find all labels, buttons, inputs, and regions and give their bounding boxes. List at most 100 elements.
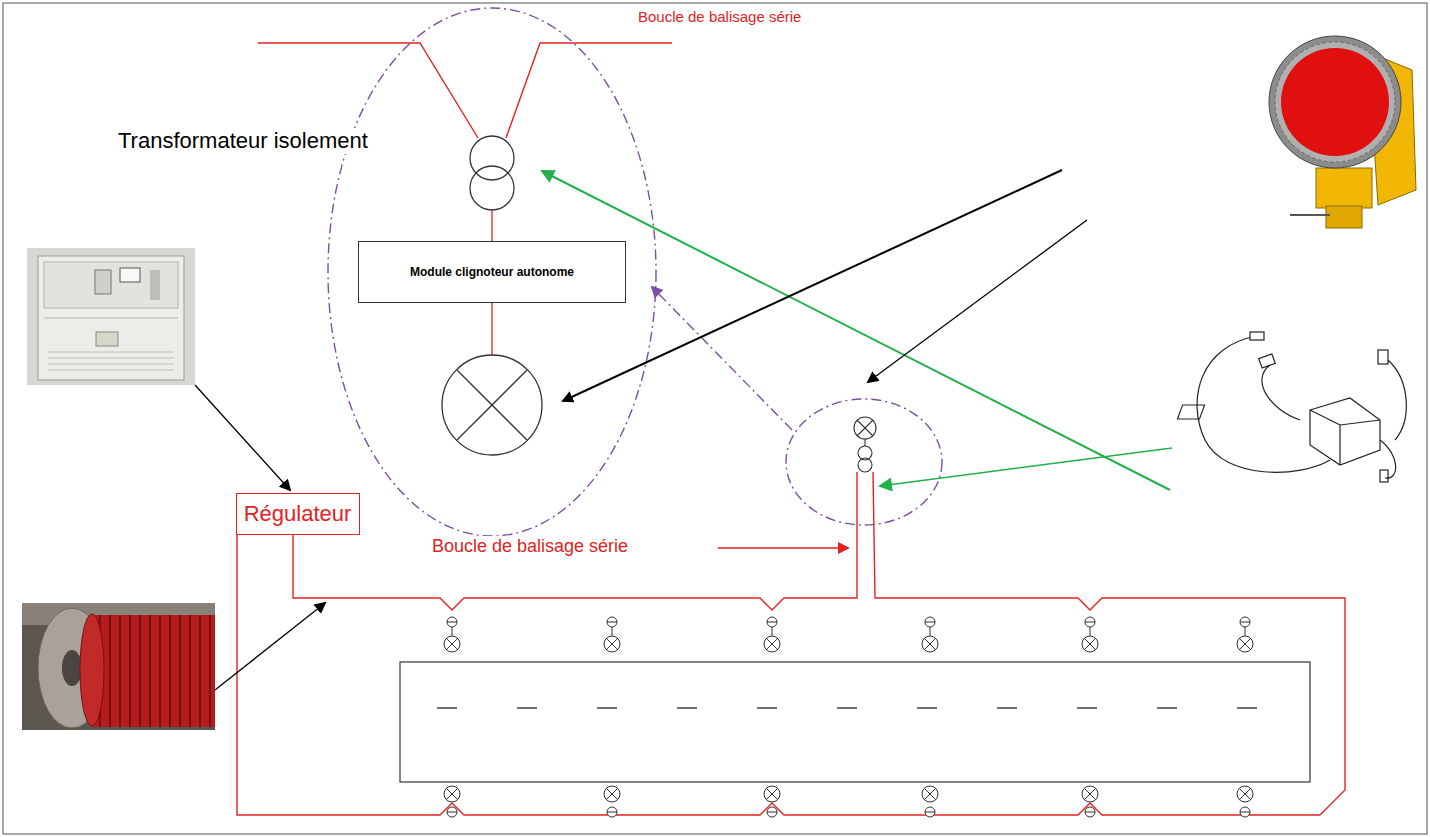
frame	[3, 3, 1427, 834]
drawing-part	[452, 627, 453, 636]
runway	[400, 662, 1310, 782]
wire	[491, 303, 492, 355]
drawing-part	[1085, 807, 1095, 817]
drawing-part	[1090, 627, 1091, 636]
leader-arrow	[718, 547, 848, 548]
drawing-part	[606, 788, 618, 800]
drawing-part	[1240, 807, 1250, 817]
drawing-part	[80, 614, 104, 726]
series-loop-wire	[237, 472, 1345, 815]
drawing-part	[1084, 638, 1096, 650]
drawing-part	[119, 615, 121, 727]
drawing-part	[1245, 627, 1246, 636]
loop-label: Boucle de balisage série	[430, 536, 630, 557]
drawing-part	[437, 707, 457, 708]
edge-lights-top	[444, 617, 1253, 652]
drawing-part	[922, 786, 938, 817]
drawing-part	[1237, 707, 1257, 708]
drawing-part	[447, 807, 457, 817]
drawing-part	[470, 166, 514, 210]
drawing-part	[677, 707, 697, 708]
drawing-part	[129, 615, 131, 727]
drawing-part	[597, 707, 617, 708]
series-loop-wire-top	[258, 43, 672, 138]
drawing-part	[150, 270, 160, 300]
lamp-transformer-symbol	[854, 417, 876, 472]
drawing-part	[48, 352, 174, 353]
drawing-part	[766, 788, 778, 800]
drawing-part	[446, 638, 458, 650]
drawing-part	[837, 707, 857, 708]
drawing-part	[1197, 336, 1330, 472]
edge-lights-bottom	[444, 786, 1253, 817]
drawing-part	[1240, 812, 1250, 813]
drawing-part	[1077, 707, 1097, 708]
drawing-part	[109, 615, 111, 727]
drawing-part	[506, 43, 672, 138]
drawing-part	[44, 318, 178, 319]
drawing-part	[922, 617, 938, 652]
drawing-part	[258, 43, 478, 138]
drawing-part	[924, 638, 936, 650]
drawing-part	[925, 622, 935, 623]
drawing-part	[922, 786, 938, 802]
drawing-part	[857, 420, 873, 436]
drawing-part	[44, 262, 178, 308]
drawing-part	[925, 812, 935, 813]
drawing-part	[199, 615, 201, 727]
drawing-part	[607, 617, 617, 627]
drawing-part	[767, 812, 777, 813]
drawing-part	[604, 617, 620, 652]
drawing-part	[470, 136, 514, 180]
drawing-part	[1085, 622, 1095, 623]
drawing-part	[1237, 786, 1253, 817]
drawing-part	[447, 617, 457, 627]
drawing-part	[95, 270, 111, 294]
drawing-part	[604, 786, 620, 802]
transformer-label: Transformateur isolement	[116, 128, 370, 154]
drawing-part	[1237, 617, 1253, 652]
drawing-part	[96, 332, 118, 346]
drawing-part	[149, 615, 151, 727]
drawing-part	[604, 636, 620, 652]
transformer-picture	[1177, 332, 1406, 482]
drawing-part	[446, 788, 458, 800]
drawing-part	[1339, 425, 1340, 465]
drawing-part	[925, 807, 935, 817]
drawing-part	[922, 636, 938, 652]
drawing-part	[457, 370, 527, 440]
drawing-part	[22, 603, 215, 730]
drawing-part	[772, 627, 773, 636]
drawing-part	[858, 458, 872, 472]
drawing-part	[924, 638, 936, 650]
drawing-part	[444, 636, 460, 652]
drawing-part	[1157, 707, 1177, 708]
drawing-part	[48, 364, 174, 365]
drawing-part	[764, 617, 780, 652]
drawing-part	[1239, 638, 1251, 650]
drawing-part	[1326, 206, 1362, 228]
drawing-part	[767, 617, 777, 627]
drawing-part	[612, 627, 613, 636]
drawing-part	[604, 786, 620, 817]
drawing-part	[1240, 617, 1250, 627]
zoom-leader	[652, 287, 792, 430]
drawing-part	[854, 417, 876, 439]
drawing-part	[864, 439, 865, 446]
drawing-part	[209, 615, 211, 727]
drawing-part	[189, 615, 191, 727]
drawing-part	[1310, 398, 1380, 465]
drawing-part	[1310, 410, 1380, 425]
drawing-part	[1275, 42, 1395, 162]
drawing-part	[1082, 617, 1098, 652]
leader-arrow	[195, 385, 290, 490]
drawing-part	[1250, 332, 1264, 340]
drawing-part	[607, 812, 617, 813]
drawing-part	[444, 786, 460, 802]
drawing-part	[92, 615, 215, 727]
drawing-part	[1316, 168, 1372, 208]
drawing-part	[764, 786, 780, 802]
drawing-part	[447, 812, 457, 813]
drawing-part	[997, 707, 1017, 708]
drawing-part	[607, 622, 617, 623]
